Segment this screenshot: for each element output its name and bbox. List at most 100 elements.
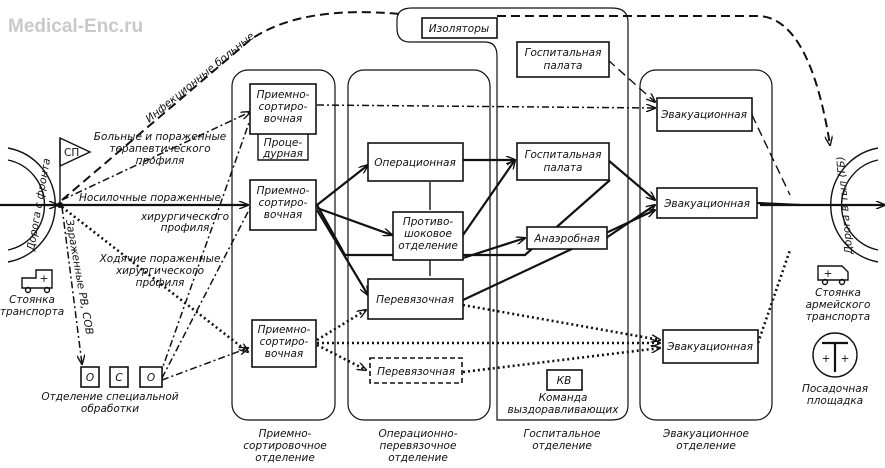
svg-text:Больные и пораженные: Больные и пораженные (94, 131, 226, 143)
operating-department (347, 69, 491, 421)
svg-text:Госпитальная: Госпитальная (525, 149, 602, 161)
svg-text:вочная: вочная (265, 348, 303, 360)
svg-text:Стоянка: Стоянка (815, 287, 861, 299)
svg-text:+: + (841, 353, 850, 365)
evacuation-room-3: Эвакуационная (662, 329, 759, 364)
svg-text:обработки: обработки (81, 403, 139, 415)
svg-text:Противо-: Противо- (403, 216, 454, 228)
svg-text:+: + (822, 353, 831, 365)
svg-text:Изоляторы: Изоляторы (429, 23, 489, 35)
svg-text:сортиро-: сортиро- (259, 101, 308, 113)
svg-text:Приемно-: Приемно- (259, 428, 312, 440)
svg-text:Носилочные пораженные: Носилочные пораженные (79, 192, 221, 204)
operating-department-label: Операционно- перевязочное отделение (378, 428, 457, 464)
flow-walking: Ходячие пораженные хирургического профил… (99, 253, 221, 289)
svg-text:Отделение специальной: Отделение специальной (41, 391, 178, 403)
svg-text:сортировочное: сортировочное (243, 440, 326, 452)
reception-room-1: Приемно- сортиро- вочная (249, 83, 317, 135)
reception-room-2: Приемно- сортиро- вочная (249, 179, 317, 231)
svg-text:Анаэробная: Анаэробная (533, 233, 599, 245)
svg-text:О: О (86, 372, 94, 384)
operating-room: Операционная (367, 142, 464, 182)
army-transport-parking: + Стоянка армейского транспорта (806, 265, 871, 323)
svg-text:вочная: вочная (264, 209, 302, 221)
svg-text:транспорта: транспорта (806, 311, 870, 323)
svg-text:хирургического: хирургического (115, 265, 204, 277)
svg-text:Приемно-: Приемно- (258, 324, 311, 336)
svg-text:терапевтического: терапевтического (109, 143, 210, 155)
svg-text:Ходячие пораженные: Ходячие пораженные (99, 253, 221, 265)
hospital-department (396, 7, 629, 421)
reception-department (231, 69, 336, 421)
convalescent-team: КВ Команда выздоравливающих (508, 369, 620, 416)
svg-text:вочная: вочная (264, 113, 302, 125)
evacuation-department-label: Эвакуационное отделение (662, 428, 749, 452)
transport-parking: + Стоянка транспорта (0, 269, 64, 318)
svg-text:профиля: профиля (136, 277, 185, 289)
hospital-department-label: Госпитальное отделение (524, 428, 601, 452)
svg-text:выздоравливающих: выздоравливающих (508, 404, 620, 416)
svg-text:дурная: дурная (262, 148, 303, 160)
flow-infectious: Инфекционные больные (143, 30, 256, 125)
svg-text:отделение: отделение (398, 240, 458, 252)
dressing-room: Перевязочная (367, 278, 464, 320)
svg-text:отделение: отделение (388, 452, 448, 464)
svg-text:Эвакуационная: Эвакуационная (663, 198, 750, 210)
svg-text:+: + (40, 273, 49, 285)
svg-text:Госпитальная: Госпитальная (525, 47, 602, 59)
svg-text:сортиро-: сортиро- (259, 197, 308, 209)
svg-text:Стоянка: Стоянка (9, 294, 55, 306)
sorting-post-flag: СП (57, 136, 92, 208)
landing-pad: + + Посадочная площадка (802, 332, 868, 407)
watermark: Medical-Enc.ru (8, 16, 143, 37)
flag-label: СП (64, 147, 79, 159)
procedure-room: Проце- дурная (257, 134, 309, 161)
anaerobic-room: Анаэробная (526, 226, 608, 250)
svg-text:шоковое: шоковое (404, 228, 452, 240)
svg-text:+: + (824, 268, 833, 280)
svg-text:палата: палата (544, 162, 583, 174)
svg-text:Эвакуационная: Эвакуационная (666, 341, 753, 353)
svg-text:Перевязочная: Перевязочная (377, 366, 455, 378)
svg-text:Операционная: Операционная (374, 157, 456, 169)
svg-text:площадка: площадка (807, 395, 863, 407)
dressing-room-2: Перевязочная (369, 357, 463, 384)
svg-text:Эвакуационное: Эвакуационное (662, 428, 749, 440)
svg-text:хирургического: хирургического (140, 211, 229, 223)
evacuation-room-1: Эвакуационная (656, 97, 753, 132)
svg-text:профиля: профиля (136, 155, 185, 167)
svg-text:Приемно-: Приемно- (257, 185, 310, 197)
svg-text:Перевязочная: Перевязочная (376, 294, 454, 306)
svg-text:палата: палата (544, 60, 583, 72)
svg-text:армейского: армейского (806, 299, 871, 311)
svg-text:Приемно-: Приемно- (257, 89, 310, 101)
svg-text:отделение: отделение (255, 452, 315, 464)
svg-text:отделение: отделение (532, 440, 592, 452)
svg-text:Команда: Команда (539, 392, 588, 404)
svg-text:транспорта: транспорта (0, 306, 64, 318)
svg-text:отделение: отделение (676, 440, 736, 452)
isolators-room: Изоляторы (421, 17, 498, 39)
reception-department-label: Приемно- сортировочное отделение (243, 428, 326, 464)
evacuation-room-2: Эвакуационная (656, 187, 758, 219)
svg-text:профиля: профиля (161, 222, 210, 234)
svg-text:Операционно-: Операционно- (378, 428, 457, 440)
svg-text:С: С (115, 372, 123, 384)
flow-stretcher: Носилочные пораженные хирургического про… (79, 192, 229, 234)
svg-text:сортиро-: сортиро- (260, 336, 309, 348)
svg-text:О: О (147, 372, 155, 384)
svg-text:КВ: КВ (557, 375, 572, 387)
hospital-ward-2: Госпитальная палата (516, 142, 610, 181)
svg-text:Проце-: Проце- (264, 137, 303, 149)
reception-room-3: Приемно- сортиро- вочная (251, 319, 317, 368)
flow-therapeutic: Больные и пораженные терапевтического пр… (94, 131, 226, 167)
hospital-ward-1: Госпитальная палата (516, 41, 610, 78)
special-treatment: О С О Отделение специальной обработки (41, 366, 179, 415)
svg-text:перевязочное: перевязочное (380, 440, 457, 452)
svg-text:Посадочная: Посадочная (802, 383, 868, 395)
evacuation-department (639, 69, 773, 421)
flow-contaminated: Зараженные РВ, СОВ (63, 218, 95, 335)
antishock-room: Противо- шоковое отделение (392, 211, 464, 261)
